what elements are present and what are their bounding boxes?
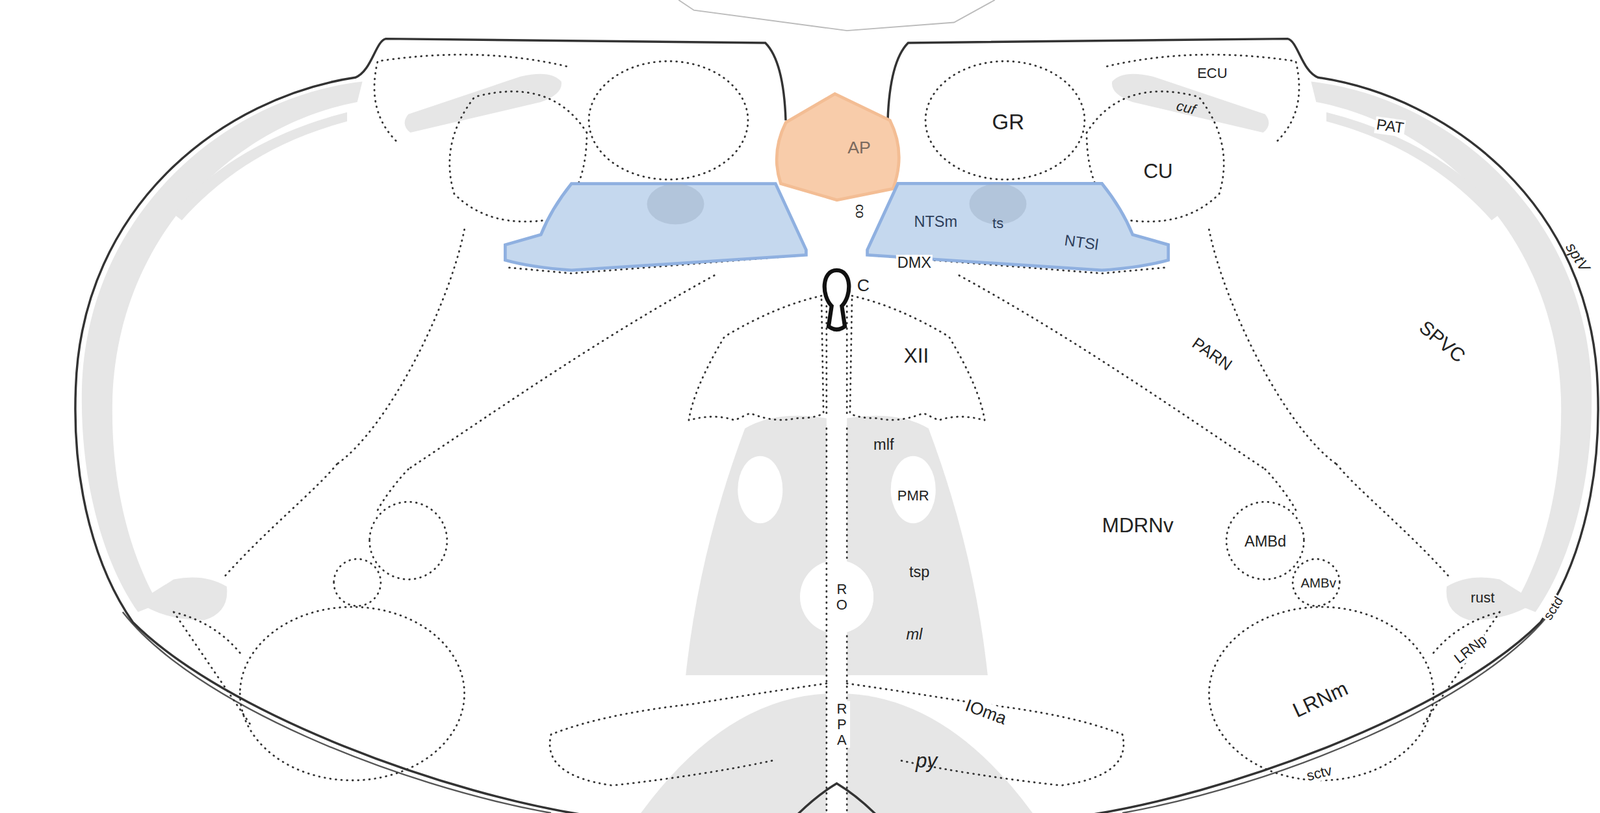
structure-label: XII <box>902 345 930 368</box>
structure-label: mlf <box>872 436 895 454</box>
structure-label: sctv <box>1303 762 1335 785</box>
structure-label: PARN <box>1187 333 1237 375</box>
structure-label: cuf <box>1173 98 1198 119</box>
structure-label: LRNm <box>1288 677 1353 724</box>
structure-label: py <box>914 749 939 773</box>
structure-label: MDRNv <box>1100 514 1175 537</box>
structure-label: SPVC <box>1413 315 1470 368</box>
region-shape <box>767 87 911 203</box>
structure-label: rust <box>1469 590 1497 606</box>
structure-label: DMX <box>896 254 933 272</box>
structure-label: AMBd <box>1243 533 1288 551</box>
region-label: AP <box>847 138 871 158</box>
structure-label: ECU <box>1195 65 1229 82</box>
structure-label: PMR <box>896 488 931 504</box>
area-postrema: AP <box>767 87 911 203</box>
structure-label: co <box>852 202 867 220</box>
structure-label: LRNp <box>1449 631 1491 668</box>
structure-label: IOma <box>961 695 1010 729</box>
structure-label: GR <box>991 110 1026 134</box>
structure-label: AMBv <box>1299 575 1337 590</box>
structure-label: C <box>855 276 871 296</box>
structure-label: ml <box>904 626 924 644</box>
structure-label: CU <box>1141 160 1174 184</box>
region-label: ts <box>992 215 1004 232</box>
vertical-nucleus-label: RO <box>833 580 851 613</box>
region-label: NTSm <box>913 213 958 231</box>
vertical-nucleus-label: RPA <box>833 701 851 749</box>
structure-label: tsp <box>907 564 931 581</box>
